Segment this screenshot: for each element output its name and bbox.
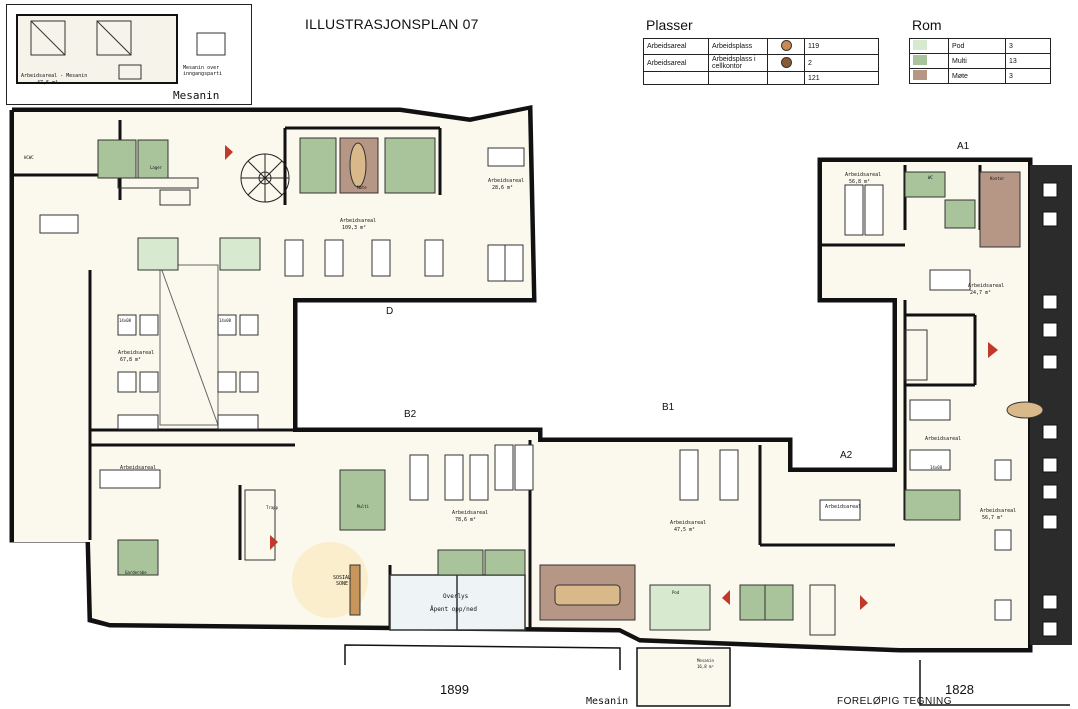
desk-label: 14x08 (930, 465, 943, 470)
rom-heading: Rom (912, 17, 942, 33)
pods (137, 237, 711, 631)
rom-swatch-mote (913, 70, 927, 80)
wing-b2-label: B2 (404, 409, 417, 420)
room-label: Pod (672, 590, 680, 595)
floor-fill (14, 110, 1028, 648)
room-area: 56,7 m² (982, 515, 1004, 521)
room-label: Møte (357, 185, 367, 190)
plasser-row: Arbeidsareal Arbeidsplass 119 (643, 38, 879, 55)
room-label: Garderobe (125, 570, 147, 575)
building-walls (9, 104, 1033, 653)
rom-row: Multi 13 (909, 53, 1051, 69)
room-label: Kontor (990, 176, 1005, 181)
mezzanine-inset-label: Mesanin (173, 89, 220, 102)
plasser-row: Arbeidsareal Arbeidsplass i cellkontor 2 (643, 54, 879, 72)
rom-row: Pod 3 (909, 38, 1051, 54)
desks (39, 147, 1012, 621)
mezzanine-area-label: Arbeidsareal - Mesanin (21, 73, 88, 79)
spiral-stair-icon (240, 153, 290, 203)
room-label: Arbeidsareal (488, 178, 525, 184)
rom-name: Møte (948, 68, 1006, 84)
social-table (349, 564, 361, 616)
red-arrows (225, 145, 998, 610)
room-label: Arbeidsareal (845, 172, 882, 178)
room-area: 47,5 m² (674, 527, 696, 533)
plasser-total: 121 (804, 71, 879, 85)
multi-rooms (97, 137, 976, 621)
facade-windows (1042, 182, 1058, 637)
room-label: Arbeidsareal (120, 465, 157, 471)
room-label: Arbeidsareal (825, 504, 862, 510)
plasser-table: Arbeidsareal Arbeidsplass 119 Arbeidsare… (643, 38, 879, 85)
room-area: 28,6 m² (492, 185, 514, 191)
bottom-mezzanine-box (636, 647, 731, 707)
wing-d-label: D (386, 306, 394, 317)
year-right-label: 1828 (945, 682, 974, 697)
room-label: WC (928, 175, 933, 180)
room-label: Trapp (266, 505, 279, 510)
desk-label: 14x08 (119, 318, 132, 323)
rom-swatch-pod (913, 40, 927, 50)
mezzanine-area-value: 47,6 m² (37, 80, 59, 86)
room-label: Multi (357, 504, 370, 509)
room-area: 78,6 m² (455, 517, 477, 523)
social-zone-glow (292, 542, 368, 618)
wing-a2-label: A2 (840, 450, 853, 461)
year-left-label: 1899 (440, 682, 469, 697)
room-area: 24,7 m² (970, 290, 992, 296)
room-area: 16,8 m² (697, 664, 714, 669)
bottom-mezzanine-label: Mesanin (586, 696, 629, 707)
room-label: Arbeidsareal (968, 283, 1005, 289)
apent-label: Åpent opp/ned (430, 606, 477, 613)
overlys-label: Overlys (443, 593, 469, 600)
room-label: Arbeidsareal (340, 218, 377, 224)
room-label: Arbeidsareal (925, 436, 962, 442)
rom-table: Pod 3 Multi 13 Møte 3 (909, 38, 1051, 84)
atrium-overlys (389, 574, 526, 631)
room-area: 67,8 m² (120, 357, 142, 363)
room-label: Lager (150, 165, 163, 170)
room-label: Arbeidsareal (670, 520, 707, 526)
room-area: 109,3 m² (342, 225, 367, 231)
social-zone-label: SOSIAL SONE (332, 575, 352, 587)
plasser-total-row: 121 (643, 71, 879, 85)
rom-row: Møte 3 (909, 68, 1051, 84)
mezzanine-inset-drawing (16, 14, 226, 84)
room-label: Mesanin (697, 658, 714, 663)
room-label: HCWC (24, 155, 34, 160)
mezzanine-inset: Arbeidsareal - Mesanin 47,6 m² Mesanin o… (6, 4, 252, 105)
rom-swatch-multi (913, 55, 927, 65)
desk-label: 14x08 (219, 318, 232, 323)
rom-count: 3 (1005, 68, 1051, 84)
mezzanine-over-entrance-label: Mesanin over inngangsparti (183, 65, 223, 77)
room-label: Arbeidsareal (118, 350, 155, 356)
wing-b1-label: B1 (662, 402, 675, 413)
stair-icons (117, 177, 928, 636)
plan-title: ILLUSTRASJONSPLAN 07 (305, 16, 479, 32)
internal-walls (12, 120, 982, 630)
wing-a1-label: A1 (957, 141, 970, 152)
room-label: Arbeidsareal (980, 508, 1017, 514)
room-label: Arbeidsareal (452, 510, 489, 516)
status-label: FORELØPIG TEGNING (837, 696, 952, 707)
bottom-stubs (344, 644, 1070, 706)
plasser-heading: Plasser (646, 17, 693, 33)
room-area: 56,8 m² (849, 179, 871, 185)
